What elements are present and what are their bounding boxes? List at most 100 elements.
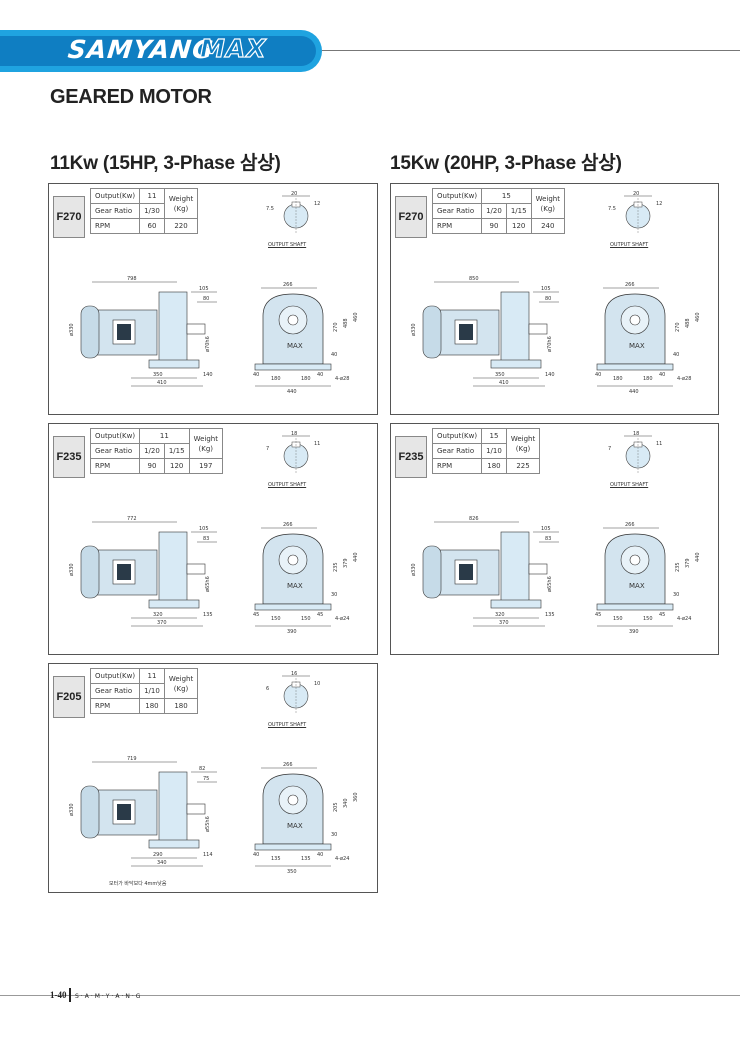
edge-label-left: 45 [595,612,601,618]
gear-ratio-label: Gear Ratio [89,203,141,219]
brand-banner: SAMYANG MAX [0,30,330,72]
gear-ratio-value: 1/30 [139,203,165,219]
motor-fan-cover [80,545,100,599]
shaft-height-label: 6 [266,686,269,692]
output-label: Output(Kw) [89,188,141,204]
gear-ratio-value: 1/10 [481,443,507,459]
foot-span-right: 180 [301,376,311,382]
height-label-3: 440 [695,552,701,562]
gear-ratio-value: 1/20 [139,443,165,459]
side-view-drawing: 850 105 80 ø330 ø70h6 350 140 410 [411,276,559,387]
gear-ratio-label: Gear Ratio [89,443,141,459]
edge-label-right: 40 [317,372,323,378]
height-label-4: 40 [331,352,337,358]
rpm-value: 180 [481,458,507,474]
shaft-key-label: 11 [314,441,320,447]
shaft-diameter-label: ø70h6 [547,336,553,352]
shaft-diameter-label: ø70h6 [205,336,211,352]
foot-span-left: 180 [613,376,623,382]
page-title: GEARED MOTOR [50,86,212,108]
terminal-plate [117,804,131,820]
terminal-plate [459,564,473,580]
output-shaft-drawing: 18 11 7 [608,431,662,474]
total-length-label: 826 [469,516,479,522]
model-label: F205 [53,676,85,718]
weight-value: 180 [163,698,199,714]
length-a-label: 82 [199,766,205,772]
front-width-label: 266 [625,522,635,528]
length-b-label: 75 [203,776,209,782]
shaft-diameter-label: ø65h6 [547,576,553,592]
shaft-height-label: 7 [266,446,269,452]
front-width-label: 266 [283,522,293,528]
height-label-3: 440 [353,552,359,562]
height-label-3: 360 [353,792,359,802]
height-label-4: 40 [673,352,679,358]
height-label-4: 30 [331,592,337,598]
shaft-width-label: 16 [291,671,297,677]
shaft-height-label: 7.5 [266,206,274,212]
max-label: MAX [287,342,303,350]
rpm-value: 90 [481,218,507,234]
max-label: MAX [629,342,645,350]
output-bore [629,554,641,566]
output-shaft-drawing: 20 12 7.5 [608,191,662,234]
total-length-label: 850 [469,276,479,282]
rpm-value: 60 [139,218,165,234]
shaft-diameter-label: ø65h6 [205,576,211,592]
height-label-1: 270 [675,322,681,332]
banner-stripe [0,36,316,66]
page-number: 1-40 [50,990,67,1000]
base-length-label: 350 [153,372,163,378]
length-b-label: 83 [203,536,209,542]
foot-span-left: 135 [271,856,281,862]
foot-span-left: 150 [613,616,623,622]
weight-label: Weight [168,674,194,683]
shaft-width-label: 20 [291,191,297,197]
edge-label-left: 45 [253,612,259,618]
gear-ratio-label: Gear Ratio [431,443,483,459]
side-view-drawing: 719 82 75 ø330 ø55h6 290 114 340 [69,756,217,867]
rpm-label: RPM [89,698,141,714]
output-shaft-label: OUTPUT SHAFT [268,482,307,488]
shaft-key-label: 12 [656,201,662,207]
weight-unit: (Kg) [173,684,189,693]
height-label-1: 205 [333,802,339,812]
output-value: 11 [139,188,165,204]
edge-label-left: 40 [595,372,601,378]
rpm-value: 180 [139,698,165,714]
max-label: MAX [287,582,303,590]
foot-total-label: 440 [629,389,639,395]
gearbox-body [158,771,188,843]
base-offset-label: 135 [545,612,555,618]
output-value: 15 [481,428,507,444]
height-label-3: 460 [353,312,359,322]
output-shaft-drawing: 18 11 7 [266,431,320,474]
height-label-3: 460 [695,312,701,322]
base-length-label: 350 [495,372,505,378]
shaft-width-label: 20 [633,191,639,197]
total-length-label: 772 [127,516,137,522]
front-width-label: 266 [283,762,293,768]
hole-label: 4-ø24 [677,616,691,622]
gear-ratio-value: 1/10 [139,683,165,699]
edge-label-left: 40 [253,372,259,378]
foot-span-right: 150 [301,616,311,622]
foot-base [148,359,200,369]
shaft-key-label: 11 [656,441,662,447]
base-length-label: 320 [153,612,163,618]
gear-ratio-label: Gear Ratio [431,203,483,219]
output-shaft-label: OUTPUT SHAFT [610,482,649,488]
gearbox-body [500,291,530,363]
side-view-drawing: 826 105 83 ø330 ø65h6 320 135 370 [411,516,559,627]
terminal-plate [117,324,131,340]
shaft-key-label: 12 [314,201,320,207]
edge-label-right: 40 [317,852,323,858]
length-a-label: 105 [541,526,551,532]
output-shaft-side [186,803,206,815]
rpm-value: 90 [139,458,165,474]
weight-value: 240 [530,218,565,234]
motor-fan-cover [80,305,100,359]
